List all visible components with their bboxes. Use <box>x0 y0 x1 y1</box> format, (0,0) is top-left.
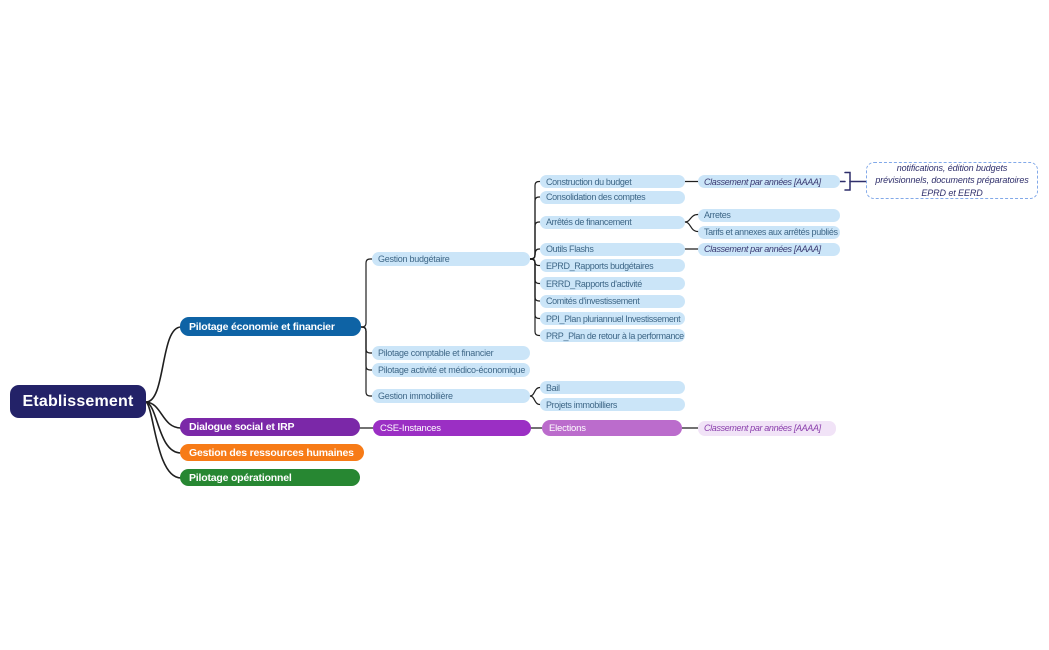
node-gestion-immobiliere[interactable]: Gestion immobilière <box>372 389 530 403</box>
node-elections[interactable]: Elections <box>542 420 682 436</box>
node-comites-dinvestissement[interactable]: Comités d'investissement <box>540 294 685 308</box>
node-dialogue-social-et-irp[interactable]: Dialogue social et IRP <box>180 418 360 436</box>
node-construction-du-budget[interactable]: Construction du budget <box>540 175 685 188</box>
node-classement-par-annees-elections[interactable]: Classement par années [AAAA] <box>698 420 836 436</box>
node-pilotage-operationnel[interactable]: Pilotage opérationnel <box>180 469 360 486</box>
node-eprd-rapports-budgetaires[interactable]: EPRD_Rapports budgétaires <box>540 259 685 272</box>
node-classement-par-annees-construction[interactable]: Classement par années [AAAA] <box>698 175 840 188</box>
node-cse-instances[interactable]: CSE-Instances <box>373 420 531 436</box>
node-gestion-des-ressources-humaines[interactable]: Gestion des ressources humaines <box>180 444 364 461</box>
summary-note[interactable]: notifications, édition budgets prévision… <box>866 162 1038 199</box>
node-etablissement[interactable]: Etablissement <box>10 385 146 418</box>
node-projets-immobilliers[interactable]: Projets immobilliers <box>540 398 685 411</box>
node-classement-par-annees-outils-flashs[interactable]: Classement par années [AAAA] <box>698 242 840 256</box>
node-bail[interactable]: Bail <box>540 381 685 394</box>
node-outils-flashs[interactable]: Outils Flashs <box>540 242 685 256</box>
node-pilotage-comptable-et-financier[interactable]: Pilotage comptable et financier <box>372 346 530 360</box>
node-arretes-de-financement[interactable]: Arrêtés de financement <box>540 215 685 229</box>
node-pilotage-economie-et-financier[interactable]: Pilotage économie et financier <box>180 317 361 336</box>
node-tarifs-et-annexes-aux-arretes-publies[interactable]: Tarifs et annexes aux arrêtés publiés <box>698 225 840 239</box>
node-consolidation-des-comptes[interactable]: Consolidation des comptes <box>540 190 685 204</box>
node-gestion-budgetaire[interactable]: Gestion budgétaire <box>372 252 530 266</box>
node-arretes[interactable]: Arretes <box>698 208 840 222</box>
summary-bracket <box>839 171 867 191</box>
node-pilotage-activite-et-medico-economique[interactable]: Pilotage activité et médico-économique <box>372 363 530 377</box>
node-errd-rapports-dactivite[interactable]: ERRD_Rapports d'activité <box>540 277 685 290</box>
node-prp-plan-de-retour-a-la-performance[interactable]: PRP_Plan de retour à la performance <box>540 329 685 342</box>
node-ppi-plan-pluriannuel-investissement[interactable]: PPI_Plan pluriannuel Investissement <box>540 312 685 325</box>
